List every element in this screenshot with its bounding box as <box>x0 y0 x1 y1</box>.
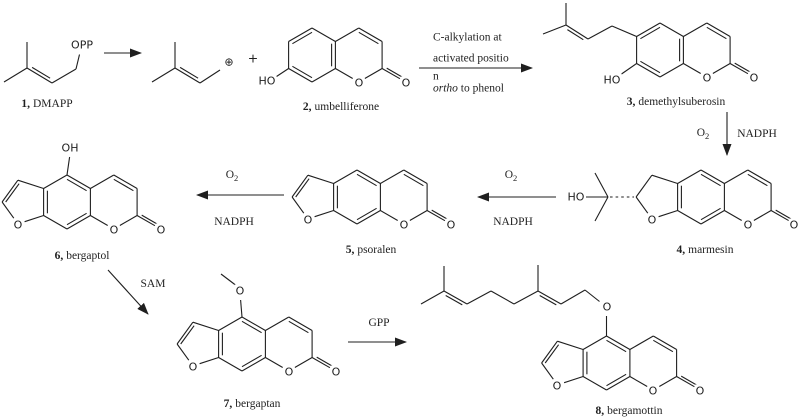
bergaptol-ring-oxygen-label: O <box>108 223 120 237</box>
structure-4-marmesin-skeleton <box>586 169 793 225</box>
structure-2-umbelliferone-skeleton <box>276 27 404 83</box>
demethylsuberosin-carbonyl-oxygen-label: O <box>748 71 760 85</box>
structure-1-dmapp-skeleton <box>3 42 81 84</box>
caption-dmapp: 1,DMAPP <box>21 98 72 110</box>
alkylation-note-line2: activated positio <box>433 52 509 65</box>
structure-6-bergaptol-skeleton <box>1 156 159 230</box>
step-4-5-cofactor-label: NADPH <box>493 216 533 228</box>
psoralen-furan-oxygen-label: O <box>302 213 314 227</box>
bergamottin-carbonyl-oxygen-label: O <box>694 384 706 398</box>
demethylsuberosin-ring-oxygen-label: O <box>701 71 713 85</box>
bergaptol-carbonyl-oxygen-label: O <box>155 223 167 237</box>
alkylation-note-rest: to phenol <box>457 82 504 95</box>
caption-psoralen-name: psoralen <box>357 244 397 256</box>
demethylsuberosin-hydroxyl-label: HO <box>602 73 622 87</box>
step-4-5-oxygen-subscript: 2 <box>513 173 518 184</box>
structure-8-bergamottin-skeleton <box>420 265 699 391</box>
step-3-4-oxygen-symbol: O <box>696 126 706 139</box>
psoralen-ring-oxygen-label: O <box>398 218 410 232</box>
structure-5-psoralen-skeleton <box>291 169 449 225</box>
bergaptol-hydroxyl-label: OH <box>60 141 80 155</box>
caption-marmesin: 4,marmesin <box>677 244 734 256</box>
marmesin-carbonyl-oxygen-label: O <box>788 218 800 232</box>
caption-psoralen-number: 5, <box>345 244 355 256</box>
step-5-6-oxygen-subscript: 2 <box>234 173 239 184</box>
bergaptan-carbonyl-oxygen-label: O <box>330 365 342 379</box>
caption-bergamottin-number: 8, <box>595 405 605 417</box>
psoralen-carbonyl-oxygen-label: O <box>445 218 457 232</box>
bergaptol-furan-oxygen-label: O <box>12 218 24 232</box>
step-6-7-reagent-label: SAM <box>140 278 166 290</box>
dmapp-opp-label: OPP <box>70 38 94 52</box>
caption-demethylsuberosin-number: 3, <box>626 96 636 108</box>
caption-marmesin-number: 4, <box>676 244 686 256</box>
step-3-4-oxygen-label: O2 <box>697 127 710 141</box>
caption-dmapp-name: DMAPP <box>32 98 73 110</box>
caption-demethylsuberosin-name: demethylsuberosin <box>638 96 726 108</box>
structure-7-bergaptan-skeleton <box>176 273 334 372</box>
caption-bergaptan-number: 7, <box>223 398 233 410</box>
alkylation-note-ortho: ortho <box>433 82 458 95</box>
bergaptan-furan-oxygen-label: O <box>187 360 199 374</box>
marmesin-ring-oxygen-label: O <box>742 218 754 232</box>
step-3-4-cofactor-label: NADPH <box>737 128 777 140</box>
marmesin-hydroxyl-label: HO <box>566 190 586 204</box>
umbelliferone-hydroxyl-label: HO <box>257 74 277 88</box>
alkylation-note-line3: n <box>433 70 439 83</box>
caption-bergaptan: 7,bergaptan <box>224 398 281 410</box>
carbocation-charge-icon: ⊕ <box>224 55 234 69</box>
caption-demethylsuberosin: 3,demethylsuberosin <box>627 96 726 108</box>
bergaptan-methoxy-oxygen-label: O <box>234 284 246 298</box>
caption-bergaptan-name: bergaptan <box>235 398 281 410</box>
alkylation-note-line1: C-alkylation at <box>433 31 502 44</box>
marmesin-furan-oxygen-label: O <box>646 213 658 227</box>
structure-allyl-cation-skeleton <box>151 42 221 84</box>
step-3-4-oxygen-subscript: 2 <box>705 131 710 142</box>
step-4-5-oxygen-label: O2 <box>505 169 518 183</box>
umbelliferone-carbonyl-oxygen-label: O <box>400 76 412 90</box>
caption-bergamottin-name: bergamottin <box>607 405 663 417</box>
structure-3-demethylsuberosin-skeleton <box>542 3 752 78</box>
step-5-6-oxygen-symbol: O <box>225 168 235 181</box>
caption-umbelliferone-name: umbelliferone <box>314 101 380 113</box>
bergamottin-ring-oxygen-label: O <box>647 384 659 398</box>
caption-umbelliferone: 2,umbelliferone <box>303 101 379 113</box>
caption-marmesin-name: marmesin <box>688 244 734 256</box>
step-7-8-reagent-label: GPP <box>368 317 390 329</box>
bergamottin-furan-oxygen-label: O <box>551 379 563 393</box>
caption-umbelliferone-number: 2, <box>302 101 312 113</box>
caption-psoralen: 5,psoralen <box>346 244 397 256</box>
caption-bergamottin: 8,bergamottin <box>596 405 663 417</box>
alkylation-note-line4: ortho to phenol <box>433 83 504 95</box>
caption-bergaptol-number: 6, <box>54 250 64 262</box>
step-5-6-cofactor-label: NADPH <box>214 216 254 228</box>
arrow-step-6-7 <box>107 269 149 315</box>
step-5-6-oxygen-label: O2 <box>226 169 239 183</box>
step-4-5-oxygen-symbol: O <box>504 168 514 181</box>
caption-bergaptol: 6,bergaptol <box>55 250 110 262</box>
caption-bergaptol-name: bergaptol <box>66 250 110 262</box>
plus-sign: + <box>247 50 259 66</box>
bergaptan-ring-oxygen-label: O <box>283 365 295 379</box>
caption-dmapp-number: 1, <box>21 98 30 110</box>
umbelliferone-ring-oxygen-label: O <box>353 76 365 90</box>
bergamottin-ether-oxygen-label: O <box>601 300 613 314</box>
